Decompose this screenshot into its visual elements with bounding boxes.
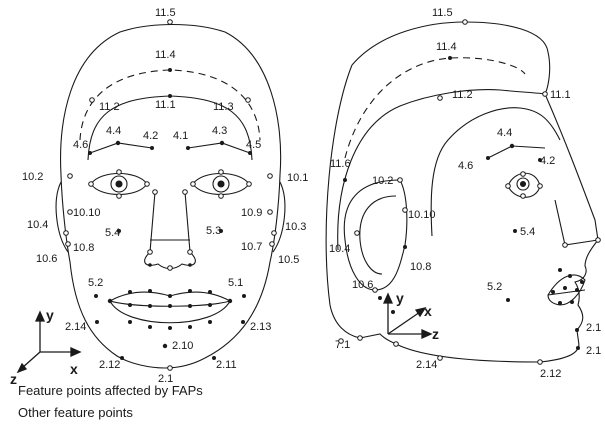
front-label-10-8: 10.8 — [73, 242, 94, 254]
front-head-outline — [61, 25, 281, 369]
side-ear-outer — [344, 180, 407, 290]
front-label-10-1: 10.1 — [287, 172, 308, 184]
side-point-7-1 — [339, 339, 344, 344]
side-face-view — [326, 22, 598, 362]
front-face-view — [56, 25, 285, 369]
front-label-2-12: 2.12 — [99, 359, 120, 371]
side-label-11-6: 11.6 — [330, 158, 351, 170]
front-label-11-1: 11.1 — [155, 99, 176, 111]
front-other-points — [64, 20, 277, 371]
front-left-eyebrow — [90, 143, 152, 153]
front-label-11-4: 11.4 — [155, 49, 176, 61]
front-label-10-2: 10.2 — [22, 171, 43, 183]
side-label-10-6: 10.6 — [352, 279, 373, 291]
front-right-eyebrow — [188, 143, 250, 153]
side-labels: 11.5 11.4 11.2 11.1 11.6 4.4 4.6 4.2 10.… — [329, 7, 601, 380]
front-label-2-14: 2.14 — [65, 321, 86, 333]
side-label-4-4: 4.4 — [497, 127, 512, 139]
front-label-2-13: 2.13 — [250, 321, 271, 333]
front-label-10-5: 10.5 — [278, 254, 299, 266]
side-eyebrow — [488, 146, 545, 158]
side-label-11-2: 11.2 — [452, 89, 473, 101]
front-axis-y-label: y — [46, 307, 54, 323]
side-label-2-1-b: 2.1 — [586, 345, 601, 357]
front-label-10-6: 10.6 — [36, 253, 57, 265]
legend-other-label: Other feature points — [18, 405, 133, 420]
front-label-2-10: 2.10 — [172, 340, 193, 352]
side-nose-line — [555, 200, 598, 245]
side-label-10-2: 10.2 — [372, 175, 393, 187]
front-label-4-6: 4.6 — [73, 139, 88, 151]
front-label-4-1: 4.1 — [173, 130, 188, 142]
front-label-4-3: 4.3 — [212, 125, 227, 137]
side-label-11-5: 11.5 — [432, 7, 453, 19]
side-label-10-10: 10.10 — [408, 209, 436, 221]
front-label-5-1: 5.1 — [228, 277, 243, 289]
front-label-11-2: 11.2 — [99, 101, 120, 113]
side-forehead-line — [338, 90, 545, 250]
front-label-5-3: 5.3 — [206, 225, 221, 237]
side-face-profile — [545, 94, 598, 348]
side-label-5-2: 5.2 — [487, 281, 502, 293]
front-label-10-9: 10.9 — [241, 207, 262, 219]
side-label-10-8: 10.8 — [410, 261, 431, 273]
side-label-2-1-a: 2.1 — [586, 322, 601, 334]
front-axis-z-label: z — [10, 371, 17, 387]
front-label-4-5: 4.5 — [246, 139, 261, 151]
side-hairline-dashed — [345, 58, 525, 158]
front-label-4-2: 4.2 — [143, 130, 158, 142]
front-label-10-10: 10.10 — [73, 207, 101, 219]
side-label-4-6: 4.6 — [458, 160, 473, 172]
side-label-2-14: 2.14 — [416, 359, 437, 371]
side-ear-inner — [360, 196, 396, 274]
front-label-10-7: 10.7 — [241, 241, 262, 253]
front-label-11-3: 11.3 — [213, 101, 234, 113]
side-label-11-1: 11.1 — [550, 89, 571, 101]
side-label-4-2: 4.2 — [540, 155, 555, 167]
side-label-5-4: 5.4 — [520, 226, 535, 238]
front-label-11-5: 11.5 — [155, 7, 176, 19]
front-label-4-4: 4.4 — [106, 125, 121, 137]
legend-affected-label: Feature points affected by FAPs — [18, 383, 203, 398]
side-label-11-4: 11.4 — [436, 41, 457, 53]
front-label-2-11: 2.11 — [216, 359, 237, 371]
side-axis-y-label: y — [396, 290, 404, 306]
front-label-10-4: 10.4 — [27, 219, 48, 231]
front-nose — [145, 192, 196, 269]
front-labels: 11.5 11.4 11.2 11.1 11.3 4.4 4.2 4.1 4.3… — [22, 7, 308, 385]
side-inner-hair-line — [431, 108, 560, 236]
front-label-10-3: 10.3 — [285, 221, 306, 233]
front-label-5-2: 5.2 — [88, 277, 103, 289]
side-axis-z-label: z — [432, 326, 439, 342]
front-label-5-4: 5.4 — [105, 227, 120, 239]
side-axis-x-label: x — [424, 303, 432, 319]
side-label-10-4: 10.4 — [329, 243, 350, 255]
legend: Feature points affected by FAPs Other fe… — [18, 383, 203, 420]
front-axis-x-label: x — [70, 361, 78, 377]
side-label-2-12: 2.12 — [540, 368, 561, 380]
